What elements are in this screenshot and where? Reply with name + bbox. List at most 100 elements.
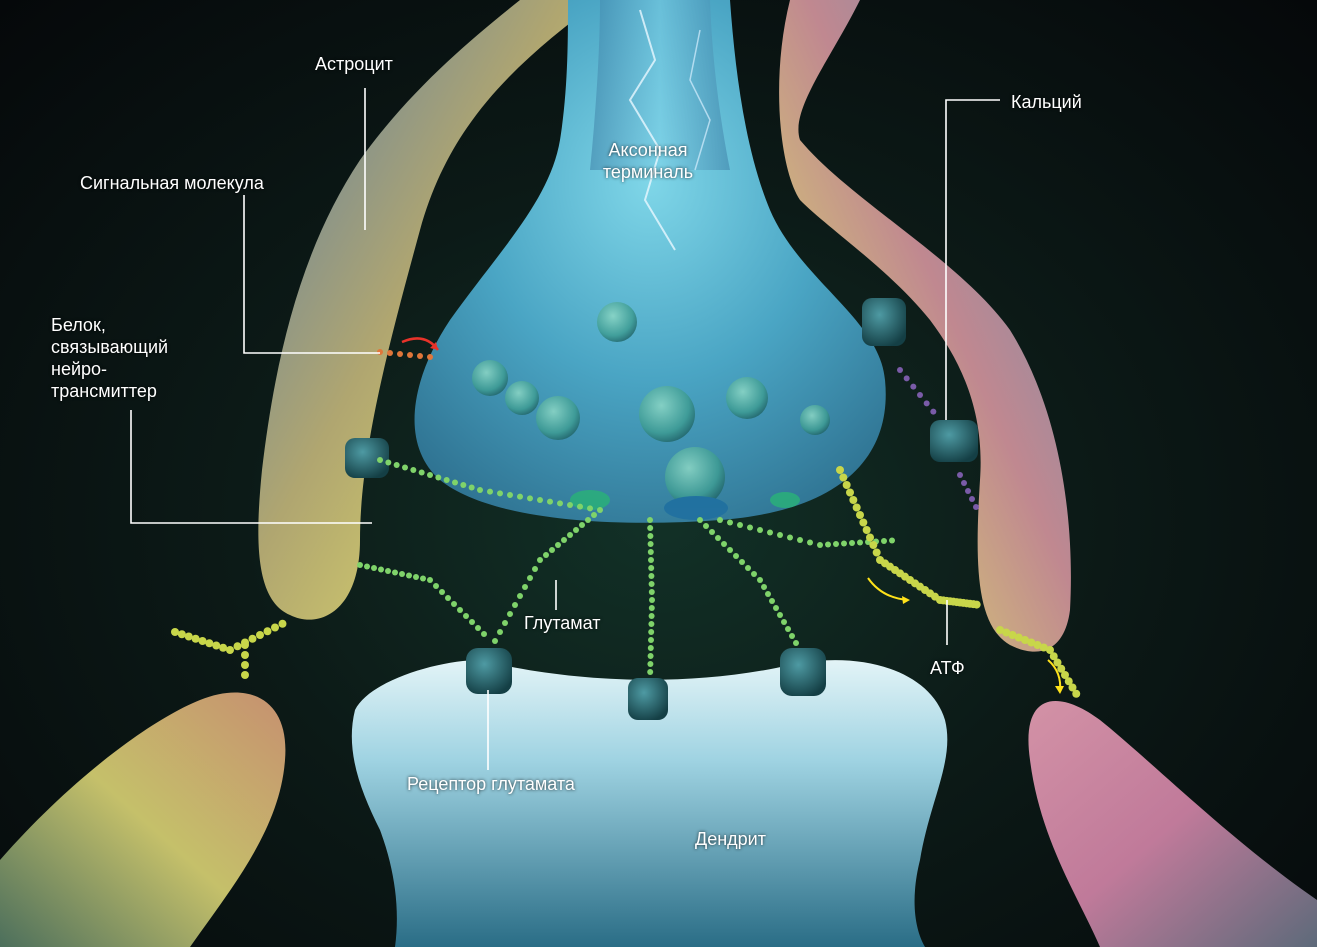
molecule-dot xyxy=(264,627,272,635)
molecule-dot xyxy=(648,549,654,555)
molecule-dot xyxy=(910,384,916,390)
molecule-dot xyxy=(249,635,257,643)
molecule-dot xyxy=(507,611,513,617)
molecule-dot xyxy=(769,598,775,604)
molecule-dot xyxy=(241,641,249,649)
molecule-dot xyxy=(703,523,709,529)
molecule-dot xyxy=(757,577,763,583)
molecule-dot xyxy=(532,566,538,572)
molecule-dot xyxy=(385,568,391,574)
molecule-dot xyxy=(697,517,703,523)
molecule-dot xyxy=(487,489,493,495)
molecule-dot xyxy=(648,637,654,643)
molecule-dot xyxy=(279,620,287,628)
molecule-dot xyxy=(969,496,975,502)
molecule-dot xyxy=(377,349,383,355)
molecule-dot xyxy=(917,392,923,398)
label-binding-protein: Белок, связывающий нейро- трансмиттер xyxy=(51,314,168,402)
molecule-dot xyxy=(527,495,533,501)
molecule-dot xyxy=(904,375,910,381)
molecule-dot xyxy=(171,628,179,636)
molecule-dot xyxy=(185,633,193,641)
molecule-dot xyxy=(420,576,426,582)
molecule-dot xyxy=(973,601,981,609)
molecule-dot xyxy=(427,472,433,478)
molecule-dot xyxy=(839,474,847,482)
molecule-dot xyxy=(475,625,481,631)
molecule-dot xyxy=(549,547,555,553)
label-axon-terminal: Аксонная терминаль xyxy=(603,139,693,183)
molecule-dot xyxy=(897,367,903,373)
molecule-dot xyxy=(863,526,871,534)
molecule-dot xyxy=(597,507,603,513)
molecule-dot xyxy=(577,504,583,510)
molecule-dot xyxy=(873,549,881,557)
molecule-dot xyxy=(648,629,654,635)
molecule-dot xyxy=(387,350,393,356)
molecule-dot xyxy=(767,530,773,536)
molecule-dot xyxy=(853,504,861,512)
molecule-dot xyxy=(433,583,439,589)
molecule-dot xyxy=(517,593,523,599)
molecule-dot xyxy=(739,559,745,565)
molecule-dot xyxy=(869,541,877,549)
molecule-dot xyxy=(733,553,739,559)
molecule-dot xyxy=(517,494,523,500)
molecule-dot xyxy=(547,499,553,505)
molecule-dot xyxy=(579,522,585,528)
molecule-dot xyxy=(856,511,864,519)
right-corner-cell xyxy=(1028,701,1317,947)
molecule-dot xyxy=(648,645,654,651)
molecule-dot xyxy=(377,457,383,463)
molecule-dot xyxy=(522,584,528,590)
molecule-dot xyxy=(833,541,839,547)
molecule-dot xyxy=(817,542,823,548)
molecule-dot xyxy=(241,671,249,679)
molecule-dot xyxy=(481,631,487,637)
molecule-dot xyxy=(773,605,779,611)
molecule-dot xyxy=(537,497,543,503)
molecule-dot xyxy=(807,540,813,546)
molecule-dot xyxy=(881,538,887,544)
molecule-dot xyxy=(751,571,757,577)
molecule-dot xyxy=(777,532,783,538)
molecule-dot xyxy=(417,353,423,359)
molecule-dot xyxy=(761,584,767,590)
label-atp: АТФ xyxy=(930,657,965,679)
molecule-dot xyxy=(397,351,403,357)
molecule-dot xyxy=(212,642,220,650)
molecule-dot xyxy=(721,541,727,547)
molecule-dot xyxy=(825,542,831,548)
molecule-dot xyxy=(205,639,213,647)
molecule-dot xyxy=(234,642,242,650)
molecule-dot xyxy=(924,400,930,406)
molecule-dot xyxy=(647,525,653,531)
molecule-dot xyxy=(427,354,433,360)
molecule-dot xyxy=(394,462,400,468)
molecule-dot xyxy=(648,557,654,563)
molecule-dot xyxy=(537,557,543,563)
label-glutamate: Глутамат xyxy=(524,612,601,634)
molecule-dot xyxy=(866,534,874,542)
molecule-dot xyxy=(765,591,771,597)
molecule-dot xyxy=(930,409,936,415)
molecule-dot xyxy=(567,502,573,508)
molecule-dot xyxy=(846,489,854,497)
molecule-dot xyxy=(737,522,743,528)
atp-arrow-1 xyxy=(868,578,908,600)
molecule-dot xyxy=(715,535,721,541)
molecule-dot xyxy=(435,475,441,481)
molecule-dot xyxy=(451,601,457,607)
molecule-dot xyxy=(781,619,787,625)
molecule-dot xyxy=(573,527,579,533)
molecule-dot xyxy=(747,525,753,531)
molecule-dot xyxy=(241,651,249,659)
molecule-dot xyxy=(402,465,408,471)
molecule-dot xyxy=(199,637,207,645)
molecule-dot xyxy=(378,567,384,573)
molecule-dot xyxy=(649,589,655,595)
molecule-dot xyxy=(745,565,751,571)
molecule-dot xyxy=(1072,690,1080,698)
molecule-dot xyxy=(836,466,844,474)
molecule-dot xyxy=(444,477,450,483)
